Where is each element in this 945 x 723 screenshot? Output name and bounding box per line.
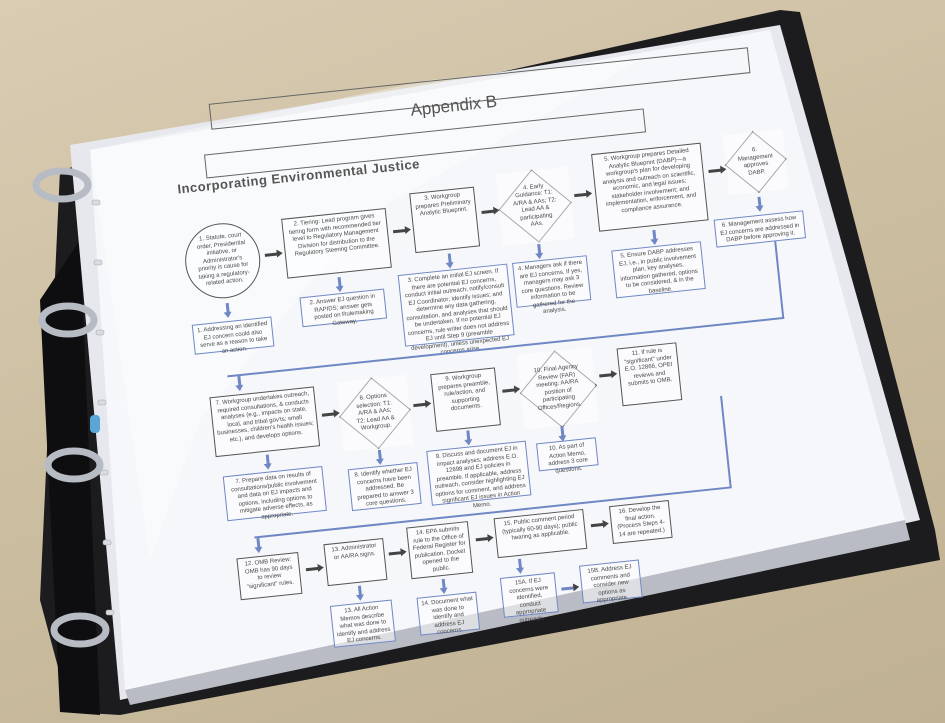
step-1-ej: 1. Addressing an identified EJ concern c… [191, 316, 275, 355]
arrow-down-icon [256, 537, 261, 549]
step-1: 1. Statute, court order, Presidential in… [181, 219, 264, 302]
arrow-right-icon [305, 566, 321, 572]
step-8-diamond: 8. Options selection: T1: A/RA & AAs; T2… [336, 374, 414, 452]
step-2: 2. Tiering: Lead program gives tiering f… [281, 207, 392, 279]
step-8-ej: 8. Identify whether EJ concerns have bee… [347, 462, 422, 512]
arrow-right-icon [392, 228, 408, 234]
step-16: 16. Develop the final action. (Process S… [608, 499, 673, 545]
arrow-right-icon [574, 192, 589, 198]
step-3-ej: 3. Complete an initial EJ screen. If the… [397, 263, 515, 356]
binder-rings [32, 167, 110, 648]
arrow-down-icon [757, 196, 762, 207]
flowchart: Appendix B Incorporating Environmental J… [170, 47, 825, 675]
arrow-right-icon [321, 412, 336, 417]
step-10-diamond: 10. Final Agency Review (FAR) meeting: A… [516, 347, 600, 430]
arrow-down-icon [441, 578, 446, 590]
step-2-ej: 2. Answer EJ question in RAPIDS; answer … [299, 288, 388, 328]
step-13: 13. Administrator or AA/RA signs. [323, 538, 388, 587]
step-9-ej: 9. Discuss and document EJ in impact ana… [426, 440, 532, 509]
arrow-right-icon [264, 252, 279, 257]
arrow-right-icon [413, 402, 428, 408]
arrow-right-icon [590, 522, 606, 528]
arrow-right-icon [561, 586, 576, 591]
arrow-down-icon [225, 302, 230, 314]
arrow-down-icon [377, 449, 382, 461]
step-3: 3. Workgroup prepares Preliminary Analyt… [409, 186, 481, 254]
step-10-ej: 10. As part of Action Memo, address 3 co… [536, 437, 599, 474]
step-5: 5. Workgroup prepares Detailed Analytic … [591, 142, 709, 232]
sheet-protector-fold [90, 60, 640, 560]
arrow-right-icon [475, 536, 490, 542]
step-6-diamond: 6. Management approves DABP. [722, 129, 789, 195]
step-11: 11. If rule is "significant" under E.O. … [616, 342, 683, 407]
arrow-down-icon [337, 277, 342, 288]
arrow-down-icon [466, 430, 471, 441]
arrow-right-icon [481, 209, 496, 214]
arrow-right-icon [708, 168, 723, 173]
step-14: 14. EPA submits rule to the Office of Fe… [406, 521, 474, 580]
arrow-down-icon [357, 585, 362, 596]
blue-tab [90, 415, 100, 433]
arrow-down-icon [265, 454, 270, 465]
step-4-diamond: 4. Early Guidance: T1: A/RA & AAs; T2: L… [495, 166, 575, 246]
arrow-down-icon [518, 558, 523, 569]
step-7: 7. Workgroup undertakes outreach, requir… [209, 386, 321, 458]
arrow-down-icon [447, 253, 452, 264]
arrow-right-icon [388, 551, 403, 556]
step-9: 9. Workgroup prepares preamble, rule/act… [430, 367, 501, 432]
punch-holes [91, 199, 115, 616]
arrow-right-icon [502, 388, 517, 393]
step-15a-ej: 15A. If EJ concerns were identified, con… [499, 572, 559, 624]
arrow-down-icon [560, 426, 565, 437]
arrow-down-icon [652, 229, 657, 241]
connector-line [720, 395, 732, 488]
arrow-right-icon [599, 373, 614, 378]
arrow-down-icon [237, 376, 242, 387]
step-7-ej: 7. Prepare data on results of consultati… [222, 465, 327, 522]
step-15: 15. Public comment period (typically 60-… [493, 508, 588, 559]
step-5-ej: 5. Ensure DABP addresses EJ, i.e., in pu… [611, 241, 706, 299]
step-15b-ej: 15B. Address EJ comments and consider ne… [579, 559, 643, 604]
connector-line [774, 241, 785, 319]
step-13-ej: 13. All Action Memos describe what was d… [329, 599, 396, 648]
arrow-down-icon [537, 243, 542, 255]
step-4-ej: 4. Managers ask if there are EJ concerns… [512, 255, 592, 315]
step-12: 12. OMB Review: OMB has 90 days to revie… [236, 551, 303, 601]
step-14-ej: 14. Document what was done to identify a… [416, 591, 481, 636]
